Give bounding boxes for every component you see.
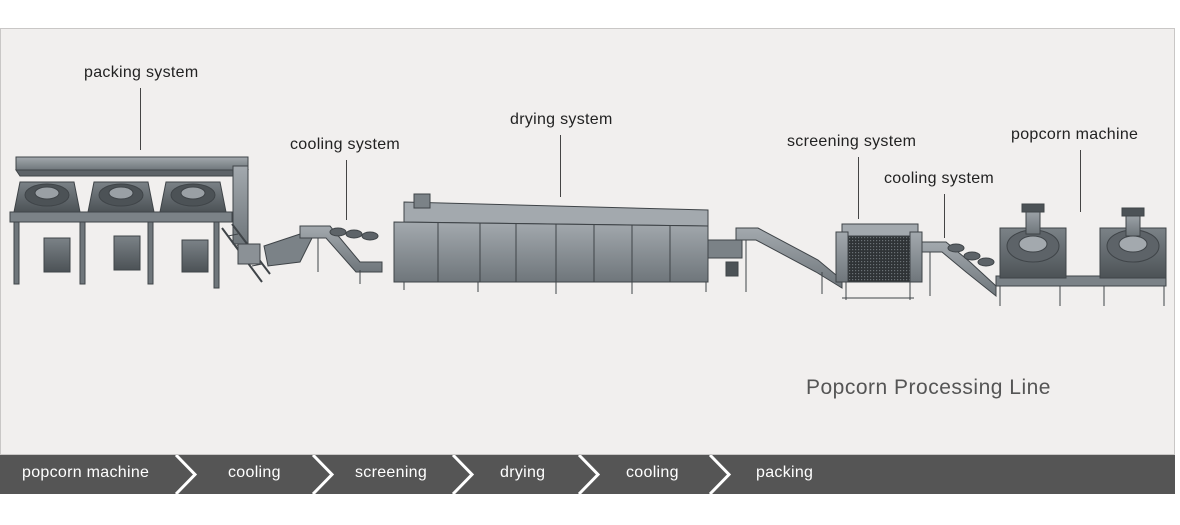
popcorn-kettle-1 (999, 203, 1067, 279)
screening-system-machine (835, 223, 923, 300)
flow-step-screening: screening (355, 464, 428, 481)
label-screening-system: screening system (787, 133, 917, 150)
leader-cooling-system-right (944, 194, 945, 238)
popcorn-kettle-2 (1099, 207, 1167, 279)
flow-step-cooling-2: cooling (626, 464, 679, 481)
weigher-3 (159, 181, 227, 213)
flow-arrow-3 (451, 455, 475, 494)
label-cooling-system-left: cooling system (290, 136, 401, 153)
flow-arrow-5 (708, 455, 732, 494)
leader-popcorn-machine (1080, 150, 1081, 212)
flow-step-popcorn-machine: popcorn machine (22, 464, 150, 481)
flow-arrow-2 (311, 455, 335, 494)
flow-arrow-4 (577, 455, 601, 494)
flow-arrow-1 (174, 455, 198, 494)
flow-step-packing: packing (756, 464, 814, 481)
flow-step-drying: drying (500, 464, 546, 481)
process-flow-bar: popcorn machine cooling screening drying… (0, 455, 1175, 494)
leader-drying-system (560, 135, 561, 197)
weigher-2 (87, 181, 155, 213)
diagram-title: Popcorn Processing Line (806, 376, 1051, 399)
label-packing-system: packing system (84, 64, 199, 81)
drying-system-machine (393, 193, 743, 294)
weigher-1 (13, 181, 81, 213)
leader-screening-system (858, 157, 859, 219)
cooling-conveyor-left (263, 225, 383, 284)
label-popcorn-machine: popcorn machine (1011, 126, 1139, 143)
label-cooling-system-right: cooling system (884, 170, 995, 187)
label-drying-system: drying system (510, 111, 613, 128)
leader-cooling-system-left (346, 160, 347, 220)
flow-step-cooling: cooling (228, 464, 281, 481)
transfer-conveyor (735, 227, 843, 294)
cooling-conveyor-right (921, 241, 997, 298)
flow-bar-background (0, 455, 1175, 494)
packing-system-machine (9, 156, 271, 289)
popcorn-machines (995, 203, 1167, 306)
leader-packing-system (140, 88, 141, 150)
